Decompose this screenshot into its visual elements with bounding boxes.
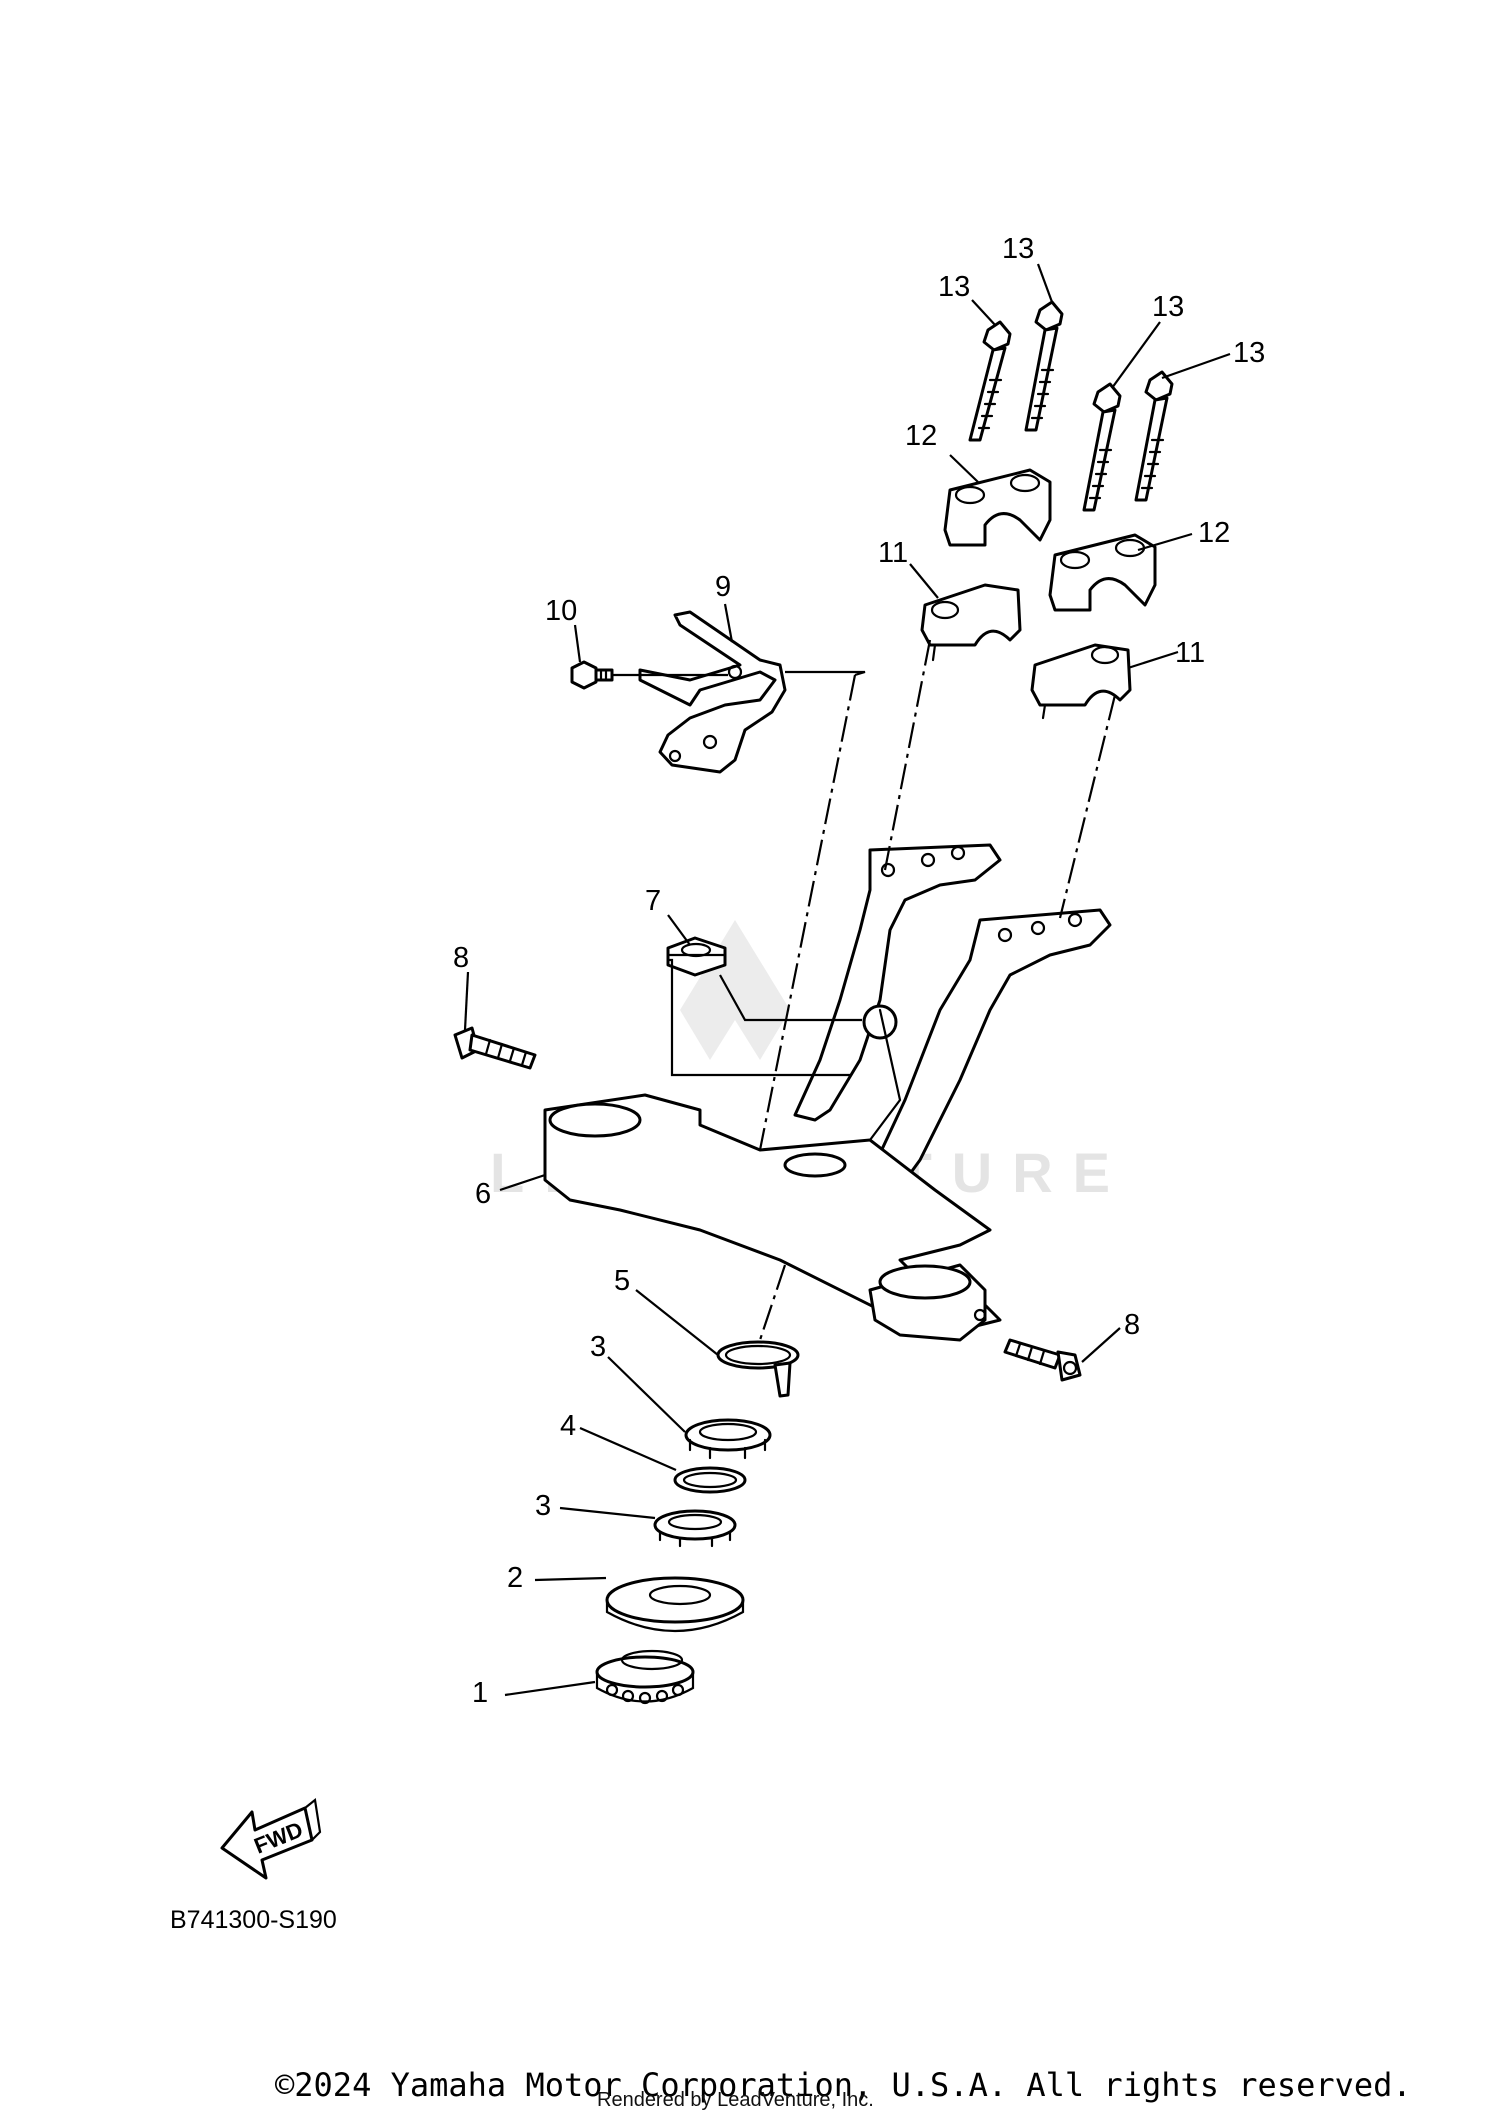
callout-3-lower: 3 — [535, 1490, 551, 1522]
callout-2: 2 — [507, 1562, 523, 1594]
lower-handlebar-holder-right — [1030, 643, 1132, 720]
callout-leaders — [463, 263, 1231, 1697]
bolt-13-b — [1024, 300, 1064, 432]
callout-10: 10 — [545, 595, 577, 627]
rendered-by-note: Rendered by LeadVenture, Inc. — [597, 2089, 874, 2111]
copyright-notice: ©2024 Yamaha Motor Corporation, U.S.A. A… — [275, 2066, 1412, 2104]
callout-12-right: 12 — [1198, 517, 1230, 549]
callout-numbers: 1 2 3 4 3 5 6 7 8 8 9 10 11 11 12 12 13 … — [453, 233, 1265, 1709]
callout-8-right: 8 — [1124, 1309, 1140, 1341]
callout-1: 1 — [472, 1677, 488, 1709]
callout-4: 4 — [560, 1410, 576, 1442]
callout-13-a: 13 — [938, 271, 970, 303]
ring-nut-3-lower — [653, 1509, 737, 1548]
meter-bracket — [638, 610, 787, 774]
bracket-bolt-10 — [570, 660, 614, 690]
pinch-bolt-8-right — [1003, 1338, 1082, 1382]
bolt-13-c — [1082, 382, 1122, 512]
fwd-arrow-icon: FWD — [220, 1797, 322, 1880]
bolt-13-a — [968, 320, 1012, 442]
callout-13-b: 13 — [1002, 233, 1034, 265]
callout-7: 7 — [645, 885, 661, 917]
callout-13-c: 13 — [1152, 291, 1184, 323]
washer-4 — [673, 1466, 747, 1494]
pinch-bolt-8-left — [453, 1026, 537, 1070]
callout-11-right: 11 — [1175, 637, 1205, 669]
upper-handlebar-holder-left — [943, 468, 1052, 547]
callout-13-d: 13 — [1233, 337, 1265, 369]
steering-stem-nut — [666, 936, 727, 977]
lower-handlebar-holder-left — [920, 583, 1022, 662]
reference-code: B741300-S190 — [170, 1906, 337, 1934]
dust-seal — [605, 1576, 745, 1632]
callout-9: 9 — [715, 571, 731, 603]
callout-12-left: 12 — [905, 420, 937, 452]
bolt-13-d — [1134, 370, 1174, 502]
ring-nut-3-upper — [684, 1418, 772, 1460]
handlebar-holder-bolts — [968, 300, 1174, 512]
ball-bearing — [595, 1649, 695, 1705]
lock-washer — [716, 1340, 800, 1398]
callout-8-left: 8 — [453, 942, 469, 974]
callout-5: 5 — [614, 1265, 630, 1297]
lower-bracket-steering-stem — [543, 843, 1112, 1342]
callout-3-upper: 3 — [590, 1331, 606, 1363]
callout-6: 6 — [475, 1178, 491, 1210]
callout-11-left: 11 — [878, 537, 908, 569]
assembly-lines — [612, 639, 1117, 1341]
upper-handlebar-holder-right — [1048, 533, 1157, 612]
